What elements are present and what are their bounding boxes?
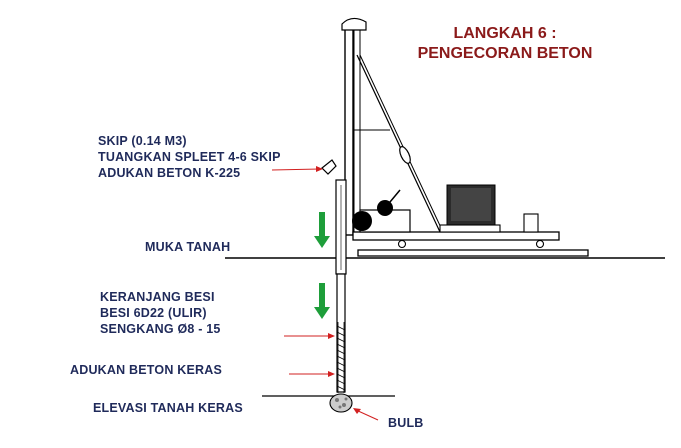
cage-label-line2: BESI 6D22 (ULIR) [100, 306, 207, 320]
skip-label-line1: SKIP (0.14 M3) [98, 134, 187, 148]
step-title-line1: LANGKAH 6 : [453, 25, 557, 42]
pointer-cage [284, 333, 335, 339]
rig-engine [439, 184, 501, 233]
rig-boom-cable [356, 54, 444, 233]
cage-label-line3: SENGKANG Ø8 - 15 [100, 322, 221, 336]
hard-soil-label: ELEVASI TANAH KERAS [93, 401, 243, 415]
rig-winch [352, 189, 411, 233]
pour-arrow-lower [314, 283, 330, 319]
pointer-skip [271, 166, 323, 172]
hard-concrete-label: ADUKAN BETON KERAS [70, 363, 222, 377]
skip-label-line2: TUANGKAN SPLEET 4-6 SKIP [98, 150, 281, 164]
pile-casing [335, 179, 347, 393]
skip-bucket [321, 159, 337, 175]
cage-label: KERANJANG BESI BESI 6D22 (ULIR) SENGKANG… [100, 289, 221, 337]
bulb-label: BULB [388, 416, 424, 430]
bulb-shape [329, 393, 353, 413]
pointer-bulb [353, 408, 379, 421]
ground-label: MUKA TANAH [145, 240, 231, 254]
skip-label: SKIP (0.14 M3) TUANGKAN SPLEET 4-6 SKIP … [98, 133, 281, 181]
step-title-line2: PENGECORAN BETON [417, 45, 593, 62]
pointer-hard-concrete [289, 371, 335, 377]
cage-label-line1: KERANJANG BESI [100, 290, 215, 304]
step-title: LANGKAH 6 : PENGECORAN BETON [400, 24, 610, 64]
skip-label-line3: ADUKAN BETON K-225 [98, 166, 241, 180]
pour-arrow-upper [314, 212, 330, 248]
reinforcing-cage [336, 322, 346, 393]
